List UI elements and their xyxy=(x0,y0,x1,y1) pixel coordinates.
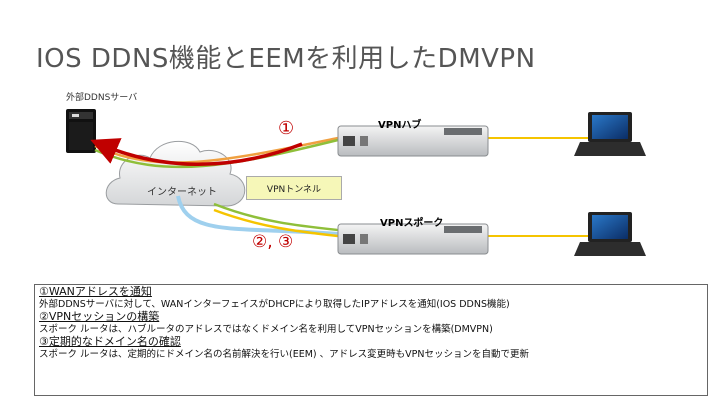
spoke-router-icon xyxy=(337,223,489,255)
vpn-hub-label: VPNハブ xyxy=(378,120,422,131)
step23-marker: ②, ③ xyxy=(252,232,294,252)
explanation-item: ①WANアドレスを通知 外部DDNSサーバに対して、WANインターフェイスがDH… xyxy=(39,285,703,311)
page-title: IOS DDNS機能とEEMを利用したDMVPN xyxy=(36,44,536,74)
spoke-link-yellow xyxy=(213,208,339,238)
explanation-item: ②VPNセッションの構築 スポーク ルータは、ハブルータのアドレスではなくドメイ… xyxy=(39,311,703,336)
hub-link-orange xyxy=(94,136,339,164)
notify-arrow xyxy=(90,138,303,166)
ddns-server-label: 外部DDNSサーバ xyxy=(66,93,138,103)
hub-laptop-icon xyxy=(574,112,646,156)
ddns-server-icon xyxy=(66,109,96,153)
explanation-text: 外部DDNSサーバに対して、WANインターフェイスがDHCPにより取得したIPア… xyxy=(39,298,510,310)
explanation-box: ①WANアドレスを通知 外部DDNSサーバに対して、WANインターフェイスがDH… xyxy=(34,284,708,396)
explanation-heading: ①WANアドレスを通知 xyxy=(39,285,152,298)
explanation-text: スポーク ルータは、定期的にドメイン名の名前解決を行い(EEM) 、アドレス変更… xyxy=(39,348,529,360)
hub-router-icon xyxy=(337,125,489,157)
step1-marker: ① xyxy=(278,118,295,139)
vpn-spoke-label: VPNスポーク xyxy=(380,218,444,229)
spoke-link-green xyxy=(213,202,339,232)
explanation-text: スポーク ルータは、ハブルータのアドレスではなくドメイン名を利用してVPNセッシ… xyxy=(39,323,493,335)
internet-label: インターネット xyxy=(147,187,217,198)
explanation-item: ③定期的なドメイン名の確認 スポーク ルータは、定期的にドメイン名の名前解決を行… xyxy=(39,336,703,361)
spoke-laptop-icon xyxy=(574,212,646,256)
explanation-heading: ②VPNセッションの構築 xyxy=(39,310,160,324)
vpn-tunnel-label: VPNトンネル xyxy=(246,176,342,200)
explanation-heading: ③定期的なドメイン名の確認 xyxy=(39,335,181,349)
